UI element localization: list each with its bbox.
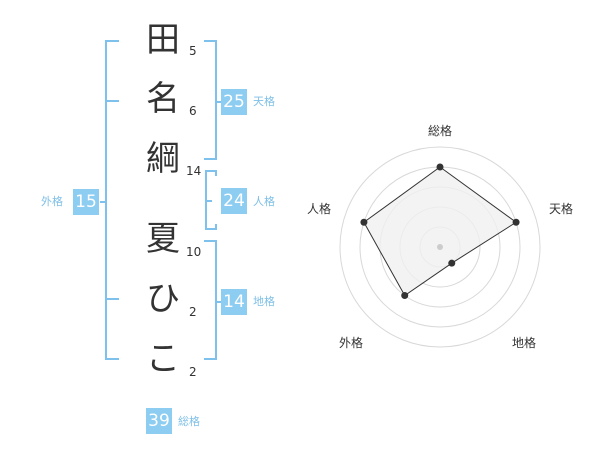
stroke-count-2: 6	[189, 104, 197, 118]
radar-axis-label-jinkaku: 人格	[307, 202, 332, 216]
radar-point	[512, 218, 520, 226]
radar-axis-label-gaikaku: 外格	[339, 336, 364, 350]
soukaku-value: 39	[146, 408, 172, 434]
stroke-count-4: 10	[186, 245, 202, 259]
stroke-count-1: 5	[189, 44, 197, 58]
name-char-5: ひ	[146, 279, 180, 319]
name-char-2: 名	[146, 79, 180, 119]
stroke-count-6: 2	[189, 365, 197, 379]
radar-axis-label-soukaku: 総格	[428, 124, 453, 138]
name-char-4: 夏	[146, 219, 180, 259]
stroke-count-5: 2	[189, 305, 197, 319]
radar-grid-ring	[339, 146, 541, 348]
radar-polygon	[363, 166, 517, 297]
tenkaku-value: 25	[221, 89, 247, 115]
chikaku-label: 地格	[253, 295, 275, 308]
soukaku-label: 総格	[178, 415, 200, 428]
tenkaku-label: 天格	[253, 95, 275, 108]
radar-axis-label-chikaku: 地格	[512, 336, 537, 350]
radar-axis-label-tenkaku: 天格	[549, 202, 574, 216]
radar-center-dot	[437, 244, 443, 250]
radar-point	[436, 163, 444, 171]
name-char-3: 綱	[146, 139, 180, 179]
radar-point	[360, 218, 368, 226]
chikaku-value: 14	[221, 289, 247, 315]
jinkaku-value: 24	[221, 188, 247, 214]
radar-point	[401, 292, 409, 300]
radar-points	[360, 163, 520, 300]
name-char-1: 田	[146, 20, 180, 60]
gaikaku-value: 15	[73, 189, 99, 215]
radar-chart	[339, 146, 541, 348]
name-char-6: こ	[146, 339, 180, 379]
stroke-count-3: 14	[186, 164, 202, 178]
radar-point	[448, 259, 456, 267]
jinkaku-label: 人格	[253, 195, 275, 208]
gaikaku-label: 外格	[41, 195, 63, 208]
